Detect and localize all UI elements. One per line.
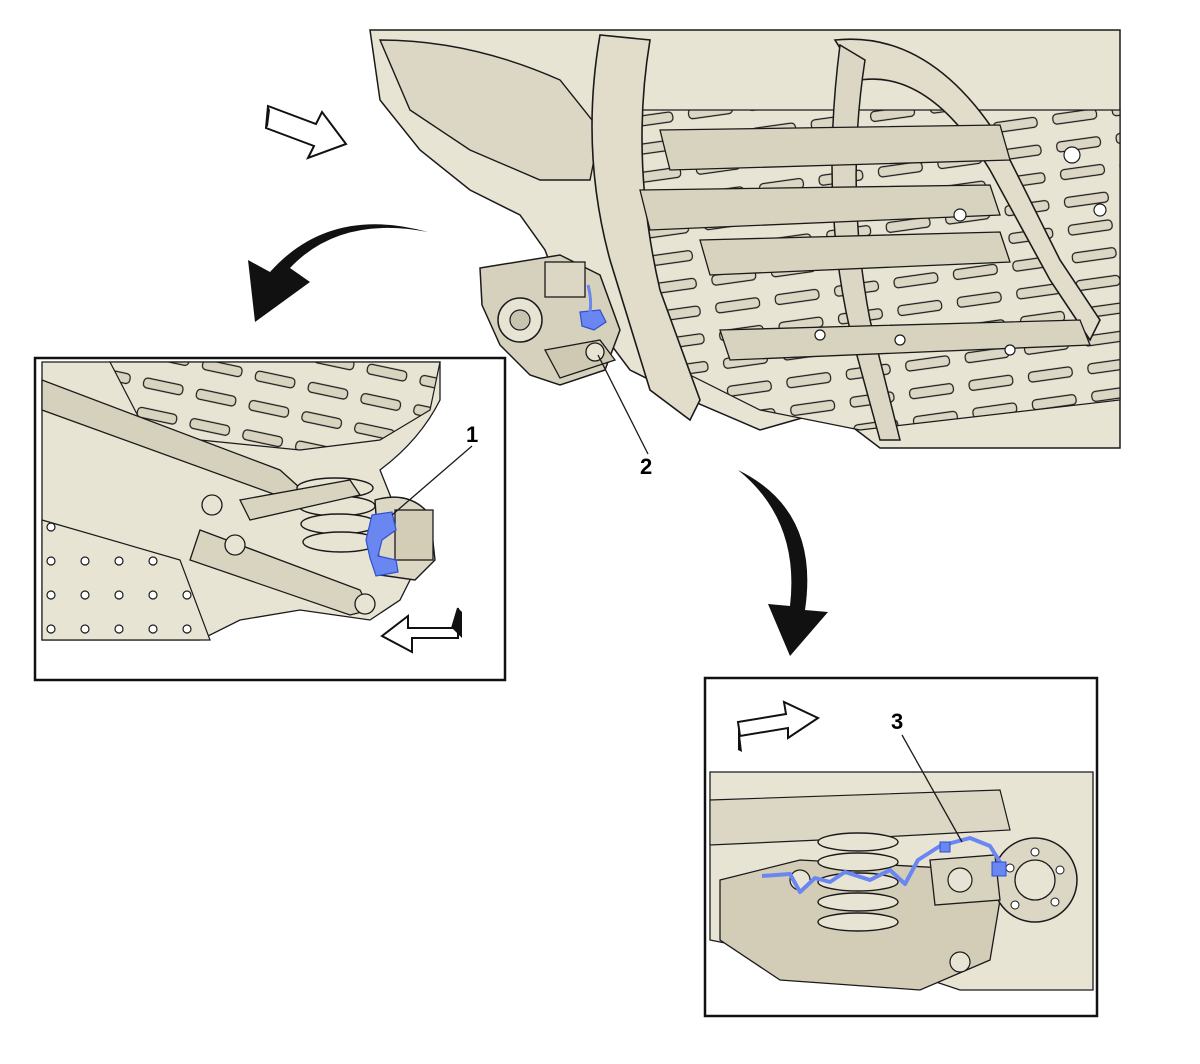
callout-label-2: 2: [640, 454, 653, 479]
detail-view-3: [703, 676, 1099, 1018]
highlighted-component-3: [761, 836, 1002, 894]
main-vehicle-view: [369, 29, 1121, 455]
coil-spring: [817, 832, 899, 932]
highlighted-component-1: [365, 511, 399, 577]
hollow-3d-arrow-icon: [264, 104, 348, 160]
hollow-3d-arrow-icon: [380, 607, 462, 654]
leader-line-3: [901, 734, 963, 843]
curved-black-arrow-icon: [248, 224, 428, 322]
curved-black-arrow-icon: [738, 470, 828, 656]
leader-line-2: [597, 354, 649, 455]
leader-line-1: [391, 445, 473, 516]
rear-knuckle-assembly: [479, 254, 621, 386]
detail-view-1: [33, 356, 507, 682]
hollow-3d-arrow-icon: [736, 700, 821, 752]
callout-label-1: 1: [466, 422, 479, 447]
callout-label-3: 3: [891, 709, 904, 734]
